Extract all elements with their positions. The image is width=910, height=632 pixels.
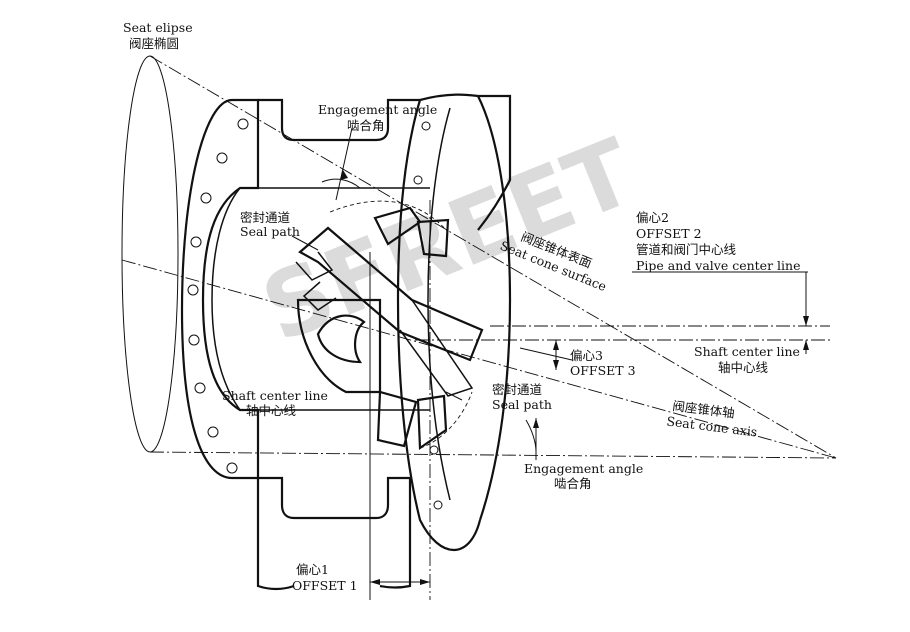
valve-body-top-neck	[258, 93, 512, 231]
label-seal-path-right-cn: 密封通道	[492, 382, 543, 397]
label-engagement-top-en: Engagement angle	[318, 102, 437, 117]
label-shaft-left-en: Shaft center line	[222, 388, 328, 403]
label-offset2-en: OFFSET 2	[636, 226, 702, 241]
label-offset3-cn: 偏心3	[570, 348, 603, 363]
label-shaft-right-en: Shaft center line	[694, 344, 800, 359]
label-shaft-left-cn: 轴中心线	[246, 403, 297, 418]
leader-lines	[291, 235, 573, 401]
valve-body-bottom-neck	[256, 409, 430, 591]
label-shaft-right-cn: 轴中心线	[718, 360, 769, 375]
label-seat-ellipse-cn: 阀座椭圆	[129, 36, 179, 51]
label-offset1-cn: 偏心1	[296, 562, 329, 577]
valve-disc	[295, 200, 484, 451]
offset3-dimension	[553, 340, 559, 370]
label-engagement-bottom-en: Engagement angle	[524, 461, 643, 476]
seat-cone-lines	[121, 55, 837, 459]
valve-body-left-flange	[180, 98, 260, 480]
seat-ellipse	[121, 55, 179, 453]
offset2-dimension	[632, 271, 809, 354]
label-offset3-en: OFFSET 3	[570, 363, 636, 378]
label-offset2-cn: 偏心2	[636, 210, 669, 225]
label-engagement-bottom-cn: 啮合角	[554, 476, 592, 491]
label-seal-path-right-en: Seal path	[492, 397, 552, 412]
center-lines	[369, 200, 830, 600]
valve-body-right-flange	[396, 95, 512, 551]
label-seal-path-left-cn: 密封通道	[240, 210, 291, 225]
offset1-dimension	[370, 579, 430, 585]
label-pipe-center-cn: 管道和阀门中心线	[636, 242, 737, 257]
label-seat-cone-axis: 阀座锥体轴 Seat cone axis	[666, 398, 758, 439]
label-seal-path-left-en: Seal path	[240, 224, 300, 239]
engagement-angle-bottom-marker	[525, 418, 539, 460]
label-engagement-top-cn: 啮合角	[347, 118, 385, 133]
engagement-angle-top-marker	[321, 127, 361, 201]
label-pipe-center-en: Pipe and valve center line	[636, 258, 800, 273]
label-offset1-en: OFFSET 1	[292, 578, 358, 593]
label-seat-ellipse-en: Seat elipse	[123, 20, 193, 35]
